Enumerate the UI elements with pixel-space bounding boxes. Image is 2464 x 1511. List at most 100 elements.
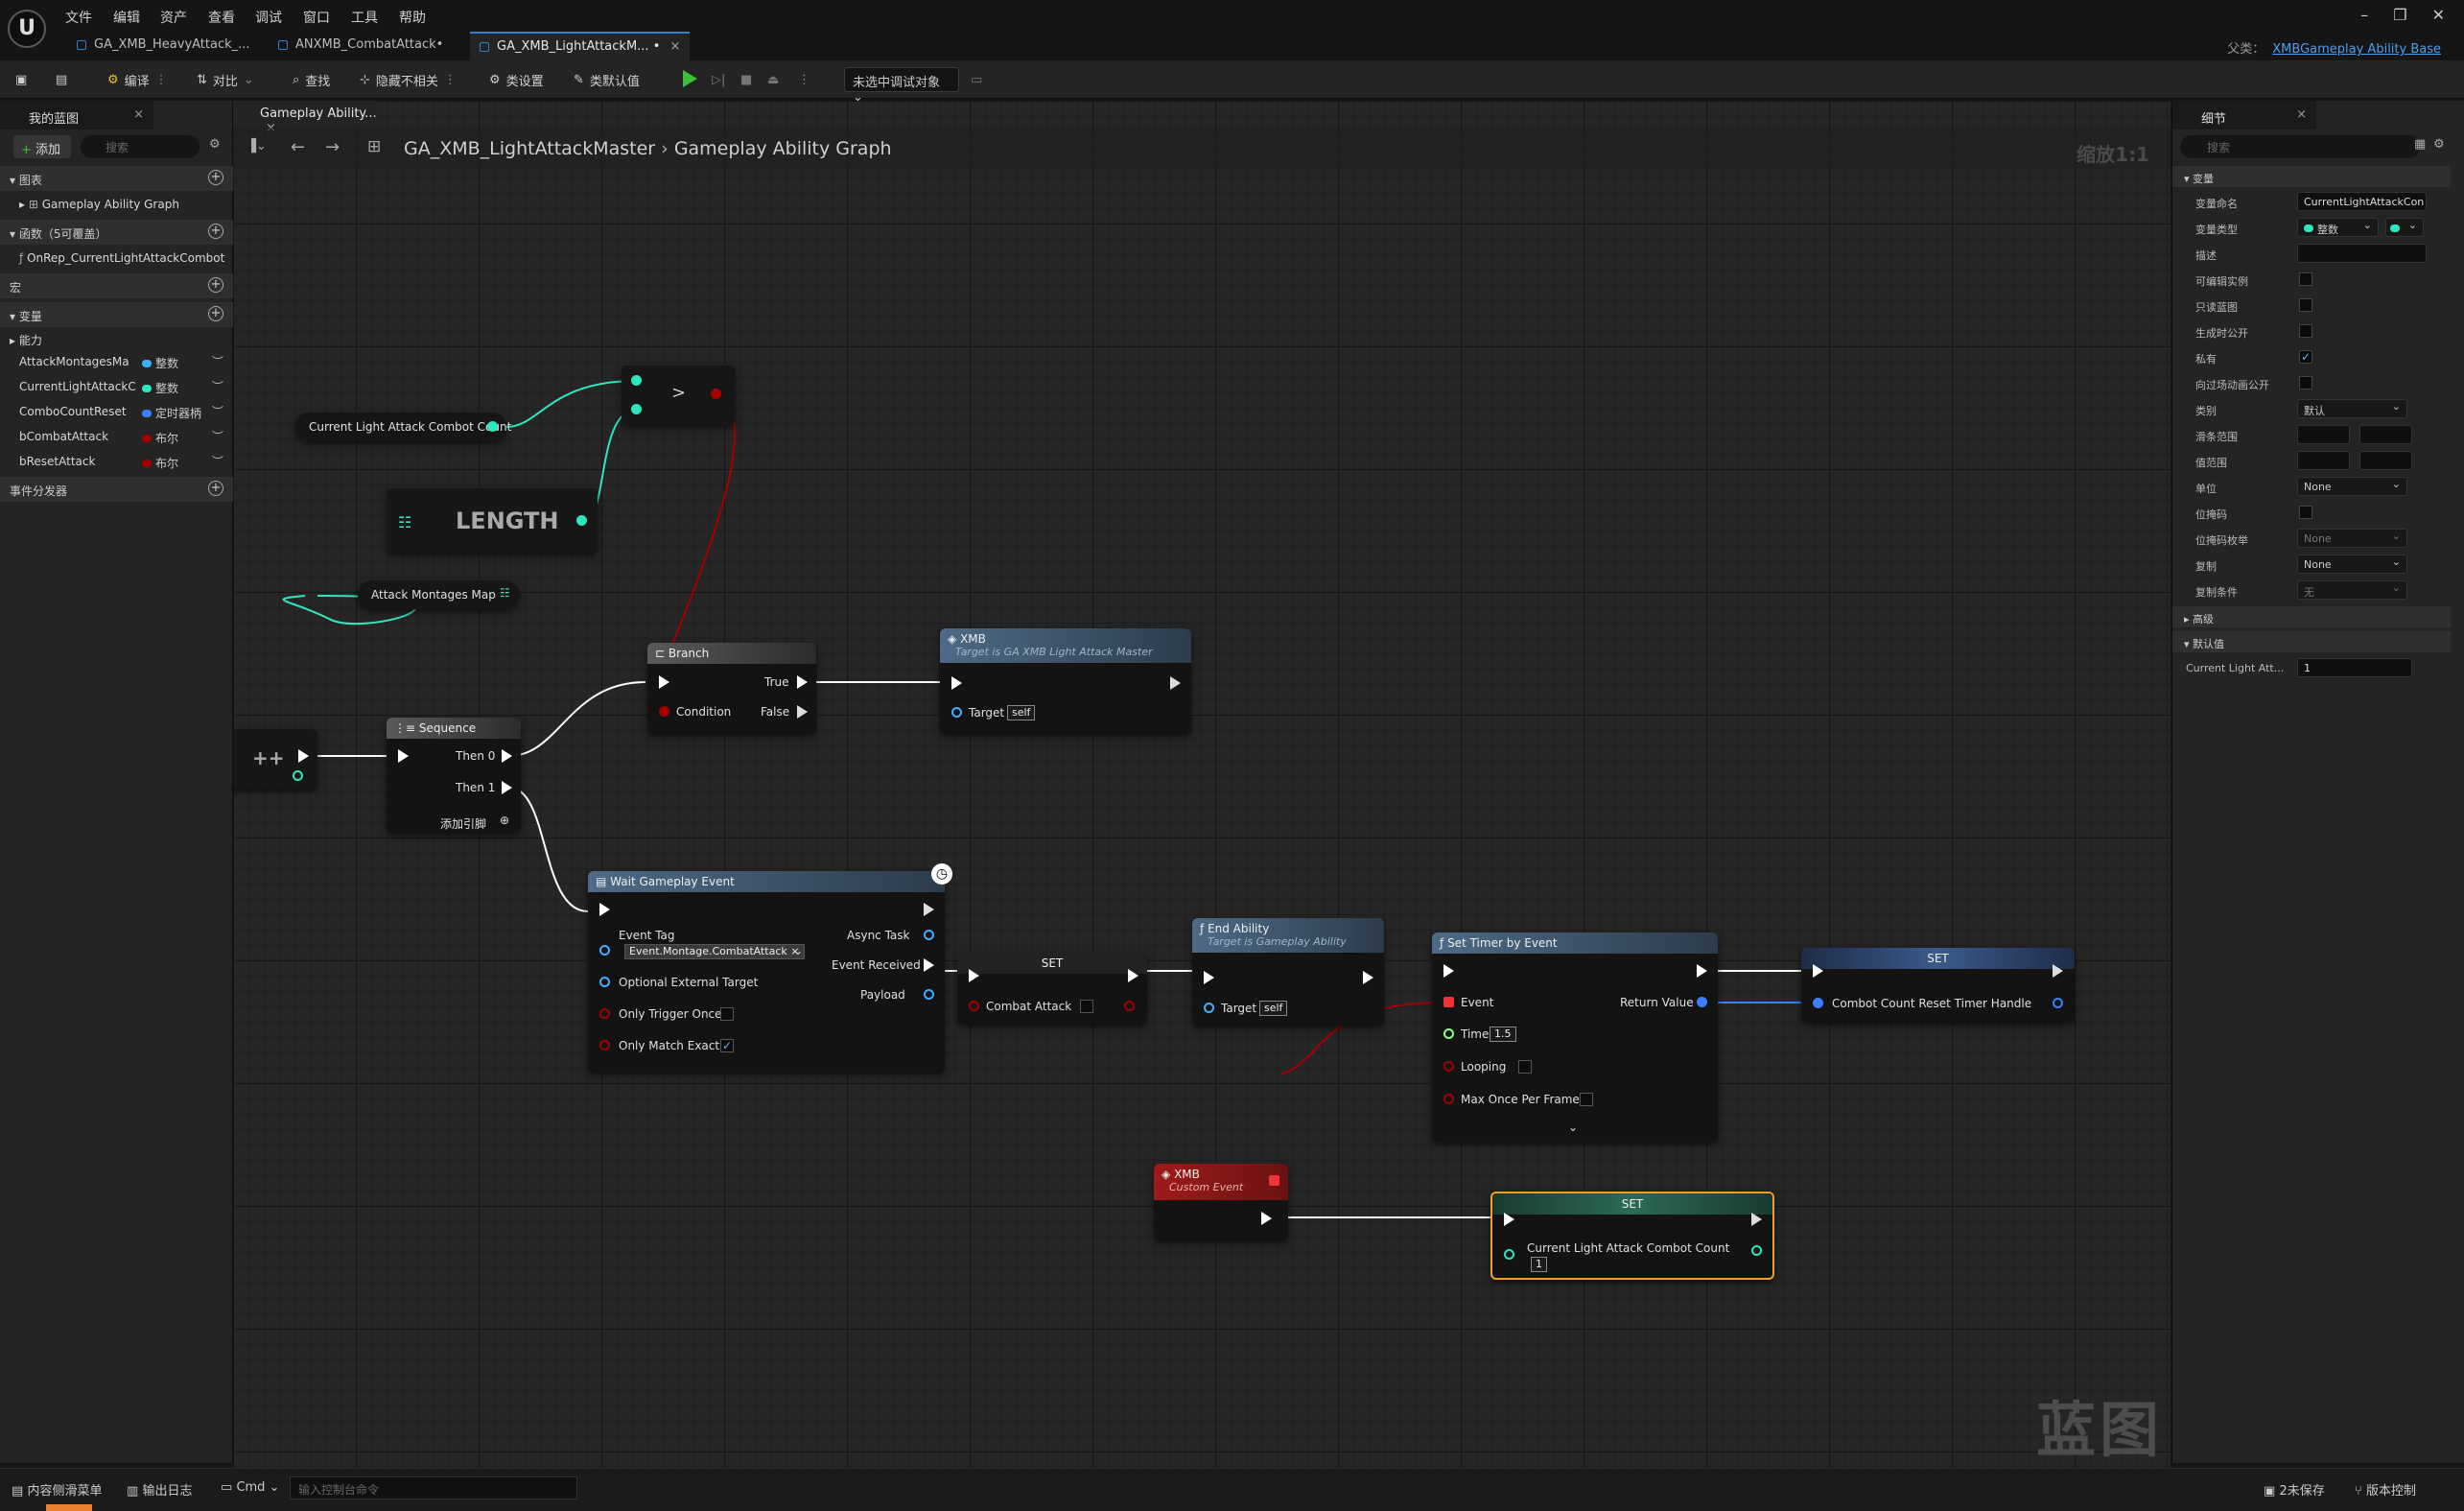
settings-icon[interactable]: ⚙ (209, 137, 221, 152)
menu-debug[interactable]: 调试 (255, 11, 282, 26)
combat-attack-checkbox[interactable] (1080, 1000, 1093, 1013)
variable-row[interactable]: bCombatAttack 布尔 ︶ (0, 425, 233, 448)
condition-pin-icon[interactable] (659, 706, 669, 717)
slider-range-max[interactable] (2359, 425, 2412, 444)
slider-range-min[interactable] (2297, 425, 2350, 444)
max-once-pin-icon[interactable] (1443, 1094, 1454, 1104)
add-graph-icon[interactable]: + (208, 170, 223, 185)
bitmask-enum-dropdown[interactable]: None (2297, 529, 2407, 548)
target-pin-icon[interactable] (1204, 1003, 1214, 1013)
exec-in-icon[interactable] (1204, 971, 1214, 984)
dispatchers-section[interactable]: 事件分发器+ (0, 477, 233, 502)
find-button[interactable]: ⌕查找 (293, 68, 330, 91)
event-tag-value[interactable]: Event.Montage.CombatAttack × (624, 944, 805, 959)
visibility-icon[interactable]: ︶ (211, 355, 223, 368)
output-pin-icon[interactable] (576, 515, 587, 526)
set-timer-handle-node[interactable]: SET Combot Count Reset Timer Handle (1801, 948, 2075, 1023)
macros-section[interactable]: 宏+ (0, 273, 233, 298)
combo-count-value[interactable]: 1 (1531, 1257, 1547, 1272)
menu-view[interactable]: 查看 (208, 11, 235, 26)
unreal-logo-icon[interactable]: U (8, 10, 46, 48)
async-task-pin-icon[interactable] (924, 930, 934, 940)
max-once-checkbox[interactable] (1580, 1093, 1593, 1106)
variable-row[interactable]: AttackMontagesMa 整数 ︶ (0, 350, 233, 373)
target-self-value[interactable]: self (1007, 705, 1036, 720)
stop-icon[interactable]: ■ (740, 72, 753, 87)
compile-button[interactable]: ⚙编译⋮ (107, 72, 168, 89)
bitmask-checkbox[interactable] (2299, 506, 2312, 519)
diff-button[interactable]: ⇅对比⌄ (197, 72, 254, 89)
add-variable-icon[interactable]: + (208, 306, 223, 321)
grid-view-icon[interactable]: ▦ (2414, 137, 2427, 152)
output-pin-icon[interactable] (2053, 998, 2063, 1008)
advanced-section[interactable]: ▸ 高级 (2172, 606, 2451, 627)
functions-section[interactable]: ▾ 函数（5可覆盖）+ (0, 220, 233, 245)
greater-than-node[interactable]: > (622, 366, 735, 425)
browse-icon[interactable]: ▤ (56, 72, 68, 87)
expose-on-spawn-checkbox[interactable] (2299, 324, 2312, 338)
back-arrow-icon[interactable]: ← (291, 137, 306, 157)
combo-count-pin-icon[interactable] (1504, 1249, 1514, 1260)
combat-attack-pin-icon[interactable] (969, 1001, 979, 1011)
add-pin-label[interactable]: 添加引脚 (440, 817, 487, 831)
class-settings-button[interactable]: ⚙类设置 (489, 68, 544, 91)
timer-handle-pin-icon[interactable] (1813, 998, 1823, 1008)
visibility-icon[interactable]: ︶ (211, 380, 223, 393)
tab-my-blueprint[interactable]: 我的蓝图 × (0, 101, 153, 130)
delegate-pin-icon[interactable] (1269, 1175, 1279, 1186)
looping-checkbox[interactable] (1518, 1060, 1532, 1074)
units-dropdown[interactable]: None (2297, 477, 2407, 496)
blueprint-readonly-checkbox[interactable] (2299, 298, 2312, 312)
exec-in-icon[interactable] (951, 676, 962, 690)
expose-cinematics-checkbox[interactable] (2299, 376, 2312, 390)
exec-out-icon[interactable] (502, 749, 512, 763)
search-input[interactable]: 搜索 (81, 135, 199, 158)
content-drawer-button[interactable]: ▤ 内容侧滑菜单 (12, 1480, 102, 1499)
time-pin-icon[interactable] (1443, 1028, 1454, 1039)
only-match-exact-checkbox[interactable]: ✓ (720, 1039, 734, 1052)
exec-in-icon[interactable] (1504, 1213, 1514, 1226)
exec-in-icon[interactable] (599, 903, 610, 916)
variable-row[interactable]: CurrentLightAttackC 整数 ︶ (0, 375, 233, 398)
tab-combat-attack[interactable]: ANXMB_CombatAttack• (269, 32, 453, 60)
xmb-function-node[interactable]: ◈ XMB Target is GA XMB Light Attack Mast… (940, 628, 1191, 734)
time-value[interactable]: 1.5 (1490, 1027, 1516, 1042)
save-icon[interactable]: ▣ (15, 72, 28, 87)
class-defaults-button[interactable]: ✎类默认值 (574, 68, 640, 91)
minimize-icon[interactable]: – (2360, 6, 2369, 24)
exec-out-icon[interactable] (797, 675, 808, 689)
set-timer-by-event-node[interactable]: ƒ Set Timer by Event Event Return Value … (1432, 933, 1718, 1142)
graph-canvas[interactable]: Gameplay Ability... × ▐⌄ ← → ⊞ GA_XMB_Li… (233, 101, 2171, 1468)
settings-icon[interactable]: ⚙ (2433, 137, 2445, 152)
replication-condition-dropdown[interactable]: 无 (2297, 580, 2407, 600)
exec-out-icon[interactable] (502, 781, 512, 794)
close-icon[interactable]: × (133, 107, 144, 122)
instance-editable-checkbox[interactable] (2299, 272, 2312, 286)
replication-dropdown[interactable]: None (2297, 555, 2407, 574)
attack-montages-node[interactable]: Attack Montages Map ☷ (358, 580, 519, 609)
visibility-icon[interactable]: ︶ (211, 455, 223, 468)
category-dropdown[interactable]: 默认 (2297, 399, 2407, 418)
exec-out-icon[interactable] (2053, 964, 2063, 978)
menu-asset[interactable]: 资产 (160, 11, 187, 26)
exec-out-icon[interactable] (1751, 1213, 1762, 1226)
set-combat-attack-node[interactable]: SET Combat Attack (957, 953, 1147, 1025)
only-trigger-once-pin-icon[interactable] (599, 1008, 610, 1019)
set-combo-count-node[interactable]: SET Current Light Attack Combot Count 1 (1490, 1192, 1774, 1280)
unsaved-button[interactable]: ▣ 2未保存 (2264, 1480, 2325, 1499)
exec-out-icon[interactable] (924, 903, 934, 916)
tab-light-attack-master[interactable]: GA_XMB_LightAttackM... • × (470, 32, 691, 60)
exec-out-icon[interactable] (1170, 676, 1181, 690)
add-dispatcher-icon[interactable]: + (208, 481, 223, 496)
exec-out-icon[interactable] (1363, 971, 1373, 984)
clear-tag-icon[interactable]: × (790, 945, 800, 957)
array-output-icon[interactable]: ☷ (500, 586, 510, 600)
event-tag-pin-icon[interactable] (599, 945, 610, 956)
exec-in-icon[interactable] (969, 969, 979, 982)
input-pin-icon[interactable] (631, 404, 642, 414)
optional-target-pin-icon[interactable] (599, 977, 610, 987)
exec-out-icon[interactable] (924, 958, 934, 972)
tab-details[interactable]: 细节 × (2172, 101, 2316, 130)
source-control-button[interactable]: ⑂ 版本控制 (2355, 1480, 2416, 1499)
exec-out-icon[interactable] (298, 749, 309, 763)
